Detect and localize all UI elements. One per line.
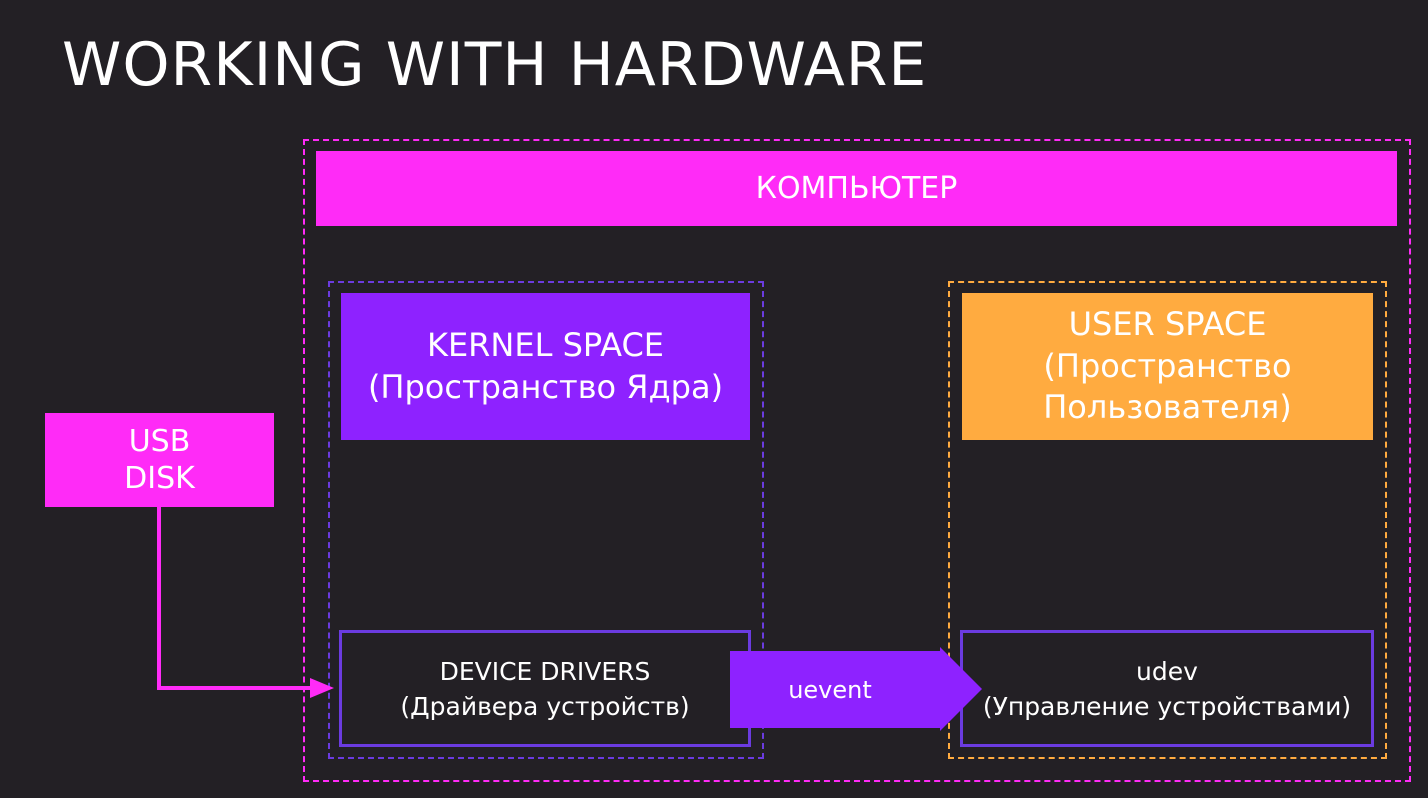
user-space-title: USER SPACE [1068, 305, 1267, 344]
device-drivers-title: DEVICE DRIVERS [439, 656, 651, 686]
kernel-space-subtitle: (Пространство Ядра) [367, 367, 724, 406]
computer-label: КОМПЬЮТЕР [755, 171, 958, 206]
usb-disk-line-2: DISK [124, 461, 195, 496]
uevent-text: uevent [788, 675, 872, 704]
udev-box: udev (Управление устройствами) [960, 630, 1374, 747]
uevent-label: uevent [730, 651, 930, 728]
computer-dashed-frame [303, 139, 1411, 782]
device-drivers-box: DEVICE DRIVERS (Драйвера устройств) [339, 630, 751, 747]
user-space-header: USER SPACE (Пространство Пользователя) [962, 293, 1373, 440]
usb-connector-line [157, 507, 312, 690]
udev-title: udev [1136, 656, 1198, 686]
kernel-space-header: KERNEL SPACE (Пространство Ядра) [341, 293, 750, 440]
usb-to-drivers-arrow [157, 507, 334, 698]
kernel-space-dashed-frame [328, 281, 764, 759]
user-space-subtitle-1: (Пространство [1043, 346, 1292, 385]
kernel-space-title: KERNEL SPACE [426, 325, 665, 364]
usb-connector-arrowhead [310, 678, 334, 698]
udev-subtitle: (Управление устройствами) [982, 691, 1352, 721]
usb-disk-line-1: USB [128, 423, 191, 459]
device-drivers-subtitle: (Драйвера устройств) [400, 691, 690, 721]
uevent-arrow [730, 647, 982, 731]
computer-header-bar: КОМПЬЮТЕР [316, 151, 1397, 226]
slide-title: WORKING WITH HARDWARE [62, 30, 928, 100]
usb-disk-box: USB DISK [45, 413, 274, 507]
user-space-dashed-frame [948, 281, 1387, 759]
user-space-subtitle-2: Пользователя) [1043, 388, 1292, 427]
